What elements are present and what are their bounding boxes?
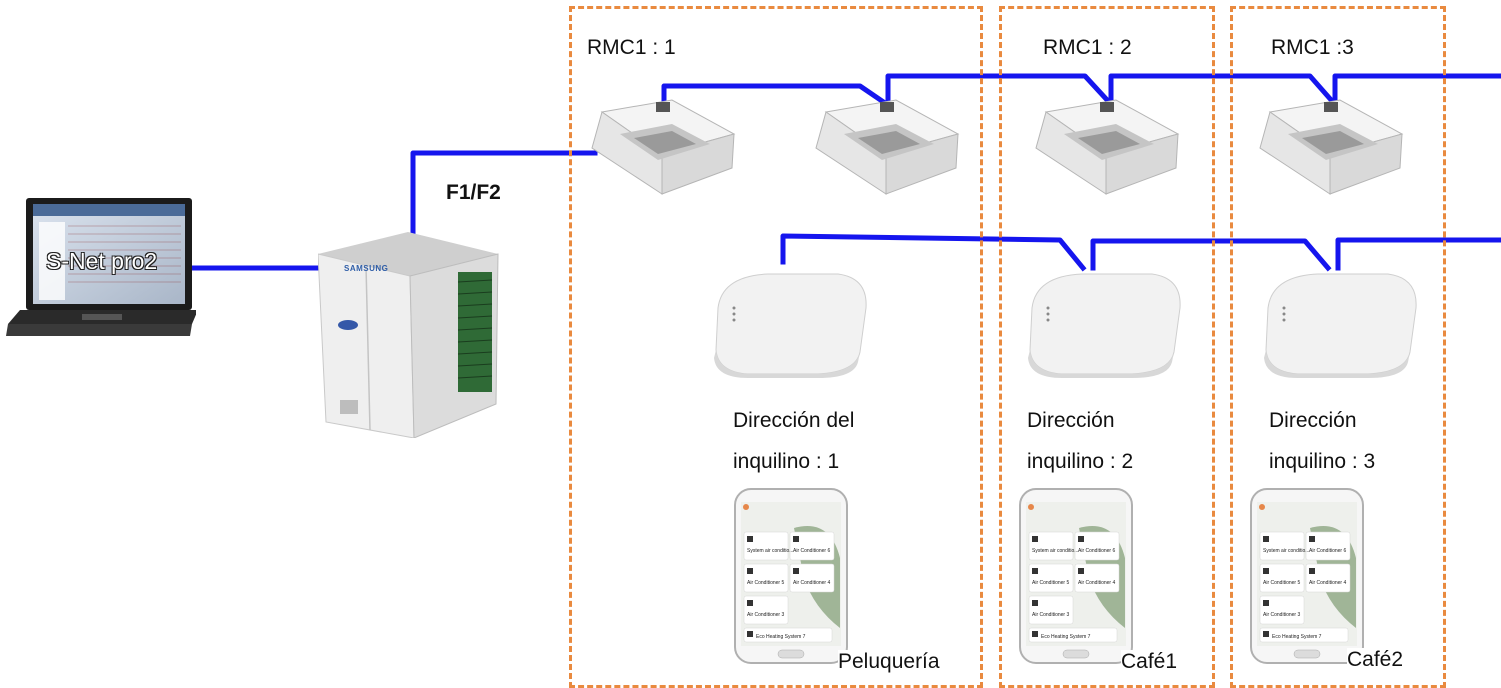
app-tile-label: Air Conditioner 4 (793, 580, 830, 586)
zone-2-label: RMC1 : 2 (1043, 36, 1132, 59)
app-tile-label: Air Conditioner 6 (1078, 548, 1115, 554)
app-tile-label: Air Conditioner 5 (747, 580, 784, 586)
app-tile-label: Air Conditioner 3 (1032, 612, 1069, 618)
cassette-unit-icon (1259, 99, 1404, 195)
wire-router-chain-2 (1090, 238, 1332, 272)
smartphone-app-icon: System air conditio... Air Conditioner 6… (734, 488, 848, 664)
tenant-address-line: inquilino : 2 (1027, 450, 1134, 473)
app-tile-label: System air conditio... (1263, 548, 1309, 554)
zone-2-place-label: Café1 (1121, 650, 1178, 674)
app-tile-label: Air Conditioner 6 (793, 548, 830, 554)
cassette-unit-icon (591, 99, 736, 195)
cassette-unit-icon (815, 99, 960, 195)
app-tile-label: Air Conditioner 4 (1309, 580, 1346, 586)
smartphone-app-icon: System air conditio... Air Conditioner 6… (1019, 488, 1133, 664)
app-tile-label: Eco Heating System 7 (756, 634, 806, 640)
software-label: S-Net pro2 (46, 248, 158, 274)
laptop-icon (6, 198, 196, 336)
app-tile-label: Air Conditioner 5 (1032, 580, 1069, 586)
wire-cassette-chain-2 (885, 73, 1112, 105)
wire-cassette-chain-1 (661, 83, 889, 107)
wire-router-chain-1 (780, 233, 1087, 272)
wire-cassette-chain-3 (1108, 73, 1336, 105)
wire-router-chain-3 (1335, 237, 1501, 271)
tenant-address-line: inquilino : 1 (733, 450, 840, 473)
cassette-unit-icon (1035, 99, 1180, 195)
app-tile-label: Air Conditioner 6 (1309, 548, 1346, 554)
zone-1-label: RMC1 : 1 (587, 36, 676, 59)
app-tile-label: Air Conditioner 3 (747, 612, 784, 618)
app-tile-label: Eco Heating System 7 (1272, 634, 1322, 640)
zone-1-tenant-address: Dirección del inquilino : 1 (733, 400, 854, 482)
app-tile-label: Air Conditioner 5 (1263, 580, 1300, 586)
app-tile-label: Eco Heating System 7 (1041, 634, 1091, 640)
wifi-router-icon (1028, 273, 1181, 378)
app-tile-label: Air Conditioner 3 (1263, 612, 1300, 618)
outdoor-unit-icon (318, 232, 499, 438)
app-tile-label: Air Conditioner 4 (1078, 580, 1115, 586)
outdoor-unit-brand: SAMSUNG (344, 264, 389, 273)
bus-label: F1/F2 (446, 181, 501, 204)
tenant-address-line: Dirección (1269, 409, 1357, 432)
tenant-address-line: Dirección del (733, 409, 855, 432)
tenant-address-line: Dirección (1027, 409, 1115, 432)
wifi-router-icon (714, 273, 867, 378)
zone-3-label: RMC1 :3 (1271, 36, 1354, 59)
app-tile-label: System air conditio... (747, 548, 793, 554)
zone-3-tenant-address: Dirección inquilino : 3 (1269, 400, 1375, 482)
zone-2-tenant-address: Dirección inquilino : 2 (1027, 400, 1133, 482)
wire-outdoor-cassette (410, 150, 598, 241)
smartphone-app-icon: System air conditio... Air Conditioner 6… (1250, 488, 1364, 664)
zone-1-place-label: Peluquería (838, 650, 940, 674)
tenant-address-line: inquilino : 3 (1269, 450, 1376, 473)
app-tile-label: System air conditio... (1032, 548, 1078, 554)
wifi-router-icon (1264, 273, 1417, 378)
zone-3-place-label: Café2 (1347, 648, 1404, 672)
